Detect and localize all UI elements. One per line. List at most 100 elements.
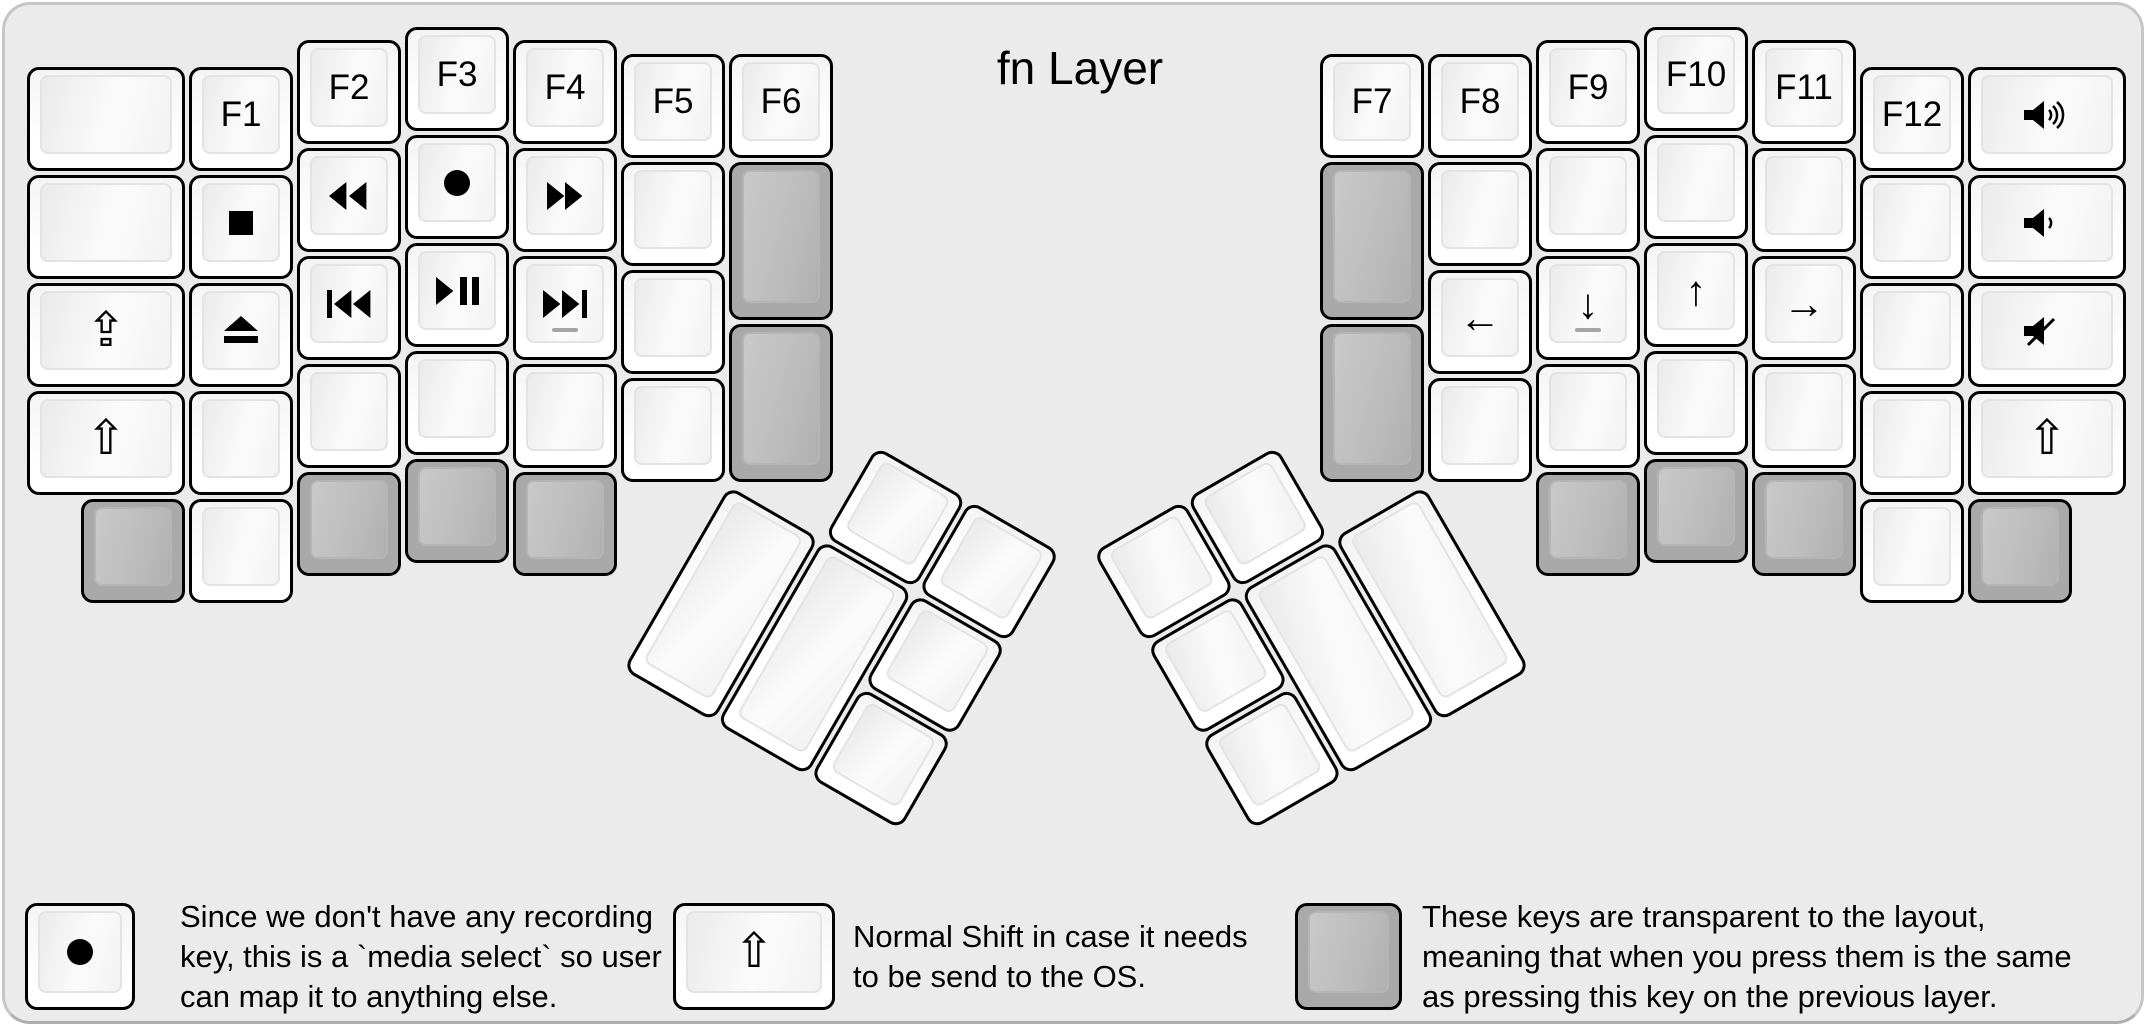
keycap-surface xyxy=(418,467,496,546)
keycap-surface xyxy=(1108,513,1216,622)
key-f3: F3 xyxy=(405,27,509,131)
key-mute xyxy=(1968,283,2126,387)
keycap-surface xyxy=(40,75,172,154)
keycap-surface xyxy=(742,332,820,465)
key-blank xyxy=(621,162,725,266)
shift-icon: ⇧ xyxy=(85,411,127,465)
key-transparent xyxy=(1536,472,1640,576)
key-label: F5 xyxy=(652,81,694,121)
key-f7: F7 xyxy=(1320,54,1424,158)
keycap-surface xyxy=(418,359,496,438)
key-blank xyxy=(1860,499,1964,603)
key-f9: F9 xyxy=(1536,40,1640,144)
legend-text-line: Since we don't have any recording xyxy=(180,898,653,934)
keycap-surface xyxy=(1549,480,1627,559)
keycap-surface xyxy=(1308,911,1389,993)
keycap-surface xyxy=(202,507,280,586)
keycap-surface xyxy=(38,911,122,993)
key-arrow-up: ↑ xyxy=(1644,243,1748,347)
key-blank xyxy=(189,391,293,495)
volume-down-icon xyxy=(2024,208,2053,237)
legend-text-3: These keys are transparent to the layout… xyxy=(1422,899,2072,1014)
legend-text-line: These keys are transparent to the layout… xyxy=(1422,898,1986,934)
keycap-surface: → xyxy=(1765,264,1843,343)
key-blank xyxy=(621,378,725,482)
arrow-left-icon: ← xyxy=(1459,293,1501,341)
keycap-surface: F4 xyxy=(526,48,604,127)
key-f2: F2 xyxy=(297,40,401,144)
keycap-surface: F7 xyxy=(1333,62,1411,141)
key-blank xyxy=(1860,391,1964,495)
key-blank xyxy=(1860,283,1964,387)
key-label: F8 xyxy=(1459,81,1501,121)
key-eject xyxy=(189,283,293,387)
key-label: F11 xyxy=(1775,67,1833,107)
key-label: F10 xyxy=(1665,54,1727,94)
key-label: F9 xyxy=(1567,67,1609,107)
key-record xyxy=(405,135,509,239)
key-arrow-right: → xyxy=(1752,256,1856,360)
key-blank xyxy=(621,270,725,374)
key-blank xyxy=(1752,364,1856,468)
keycap-surface: F6 xyxy=(742,62,820,141)
key-blank xyxy=(1644,351,1748,455)
key-transparent xyxy=(513,472,617,576)
legend-text-line: can map it to anything else. xyxy=(180,978,558,1014)
key-transparent xyxy=(1320,162,1424,320)
keycap-surface xyxy=(1657,467,1735,546)
key-rewind xyxy=(297,148,401,252)
keycap-surface xyxy=(1333,332,1411,465)
key-label: F7 xyxy=(1351,81,1393,121)
key-f10: F10 xyxy=(1644,27,1748,131)
key-label: F6 xyxy=(760,81,802,121)
keycap-surface: ⇧ xyxy=(40,399,172,478)
keycap-surface xyxy=(1549,372,1627,451)
keycap-surface xyxy=(1873,183,1951,262)
key-blank xyxy=(405,351,509,455)
key-blank xyxy=(297,364,401,468)
arrow-up-icon: ↑ xyxy=(1685,266,1707,314)
shift-icon: ⇧ xyxy=(2026,411,2068,465)
keycap-surface xyxy=(310,156,388,235)
key-play-pause xyxy=(405,243,509,347)
keycap-surface xyxy=(634,386,712,465)
keycap-surface xyxy=(202,183,280,262)
key-stop xyxy=(189,175,293,279)
key-blank xyxy=(1860,175,1964,279)
legend-text-line: meaning that when you press them is the … xyxy=(1422,938,2072,974)
key-next-track xyxy=(513,256,617,360)
key-arrow-down: ↓ xyxy=(1536,256,1640,360)
keycap-surface xyxy=(634,170,712,249)
key-volume-down xyxy=(1968,175,2126,279)
key-glyph: ⇧ xyxy=(733,925,775,978)
keycap-surface: F3 xyxy=(418,35,496,114)
keycap-surface xyxy=(526,264,604,343)
keycap-surface xyxy=(1981,291,2113,370)
key-transparent xyxy=(1320,324,1424,482)
keycap-surface xyxy=(418,251,496,330)
key-arrow-left: ← xyxy=(1428,270,1532,374)
keycap-surface xyxy=(1201,459,1309,568)
keycap-surface xyxy=(1657,359,1735,438)
keycap-surface xyxy=(1333,170,1411,303)
key-blank xyxy=(27,175,185,279)
key-blank xyxy=(513,364,617,468)
homing-bar xyxy=(552,328,578,332)
prev-track-icon xyxy=(327,289,371,318)
keycap-surface xyxy=(310,480,388,559)
keycap-surface xyxy=(937,513,1045,622)
keycap-surface: F8 xyxy=(1441,62,1519,141)
key-f5: F5 xyxy=(621,54,725,158)
keycap-surface xyxy=(1441,386,1519,465)
volume-up-icon xyxy=(2024,100,2065,129)
key-label: F4 xyxy=(544,67,586,107)
key-f12: F12 xyxy=(1860,67,1964,171)
legend-text-line: key, this is a `media select` so user xyxy=(180,938,662,974)
legend-text-line: as pressing this key on the previous lay… xyxy=(1422,978,1998,1014)
keycap-surface xyxy=(1216,700,1324,809)
keycap-surface: ↓ xyxy=(1549,264,1627,343)
key-caps-lock-shift: ⇪ xyxy=(27,283,185,387)
keycap-surface xyxy=(1657,143,1735,222)
